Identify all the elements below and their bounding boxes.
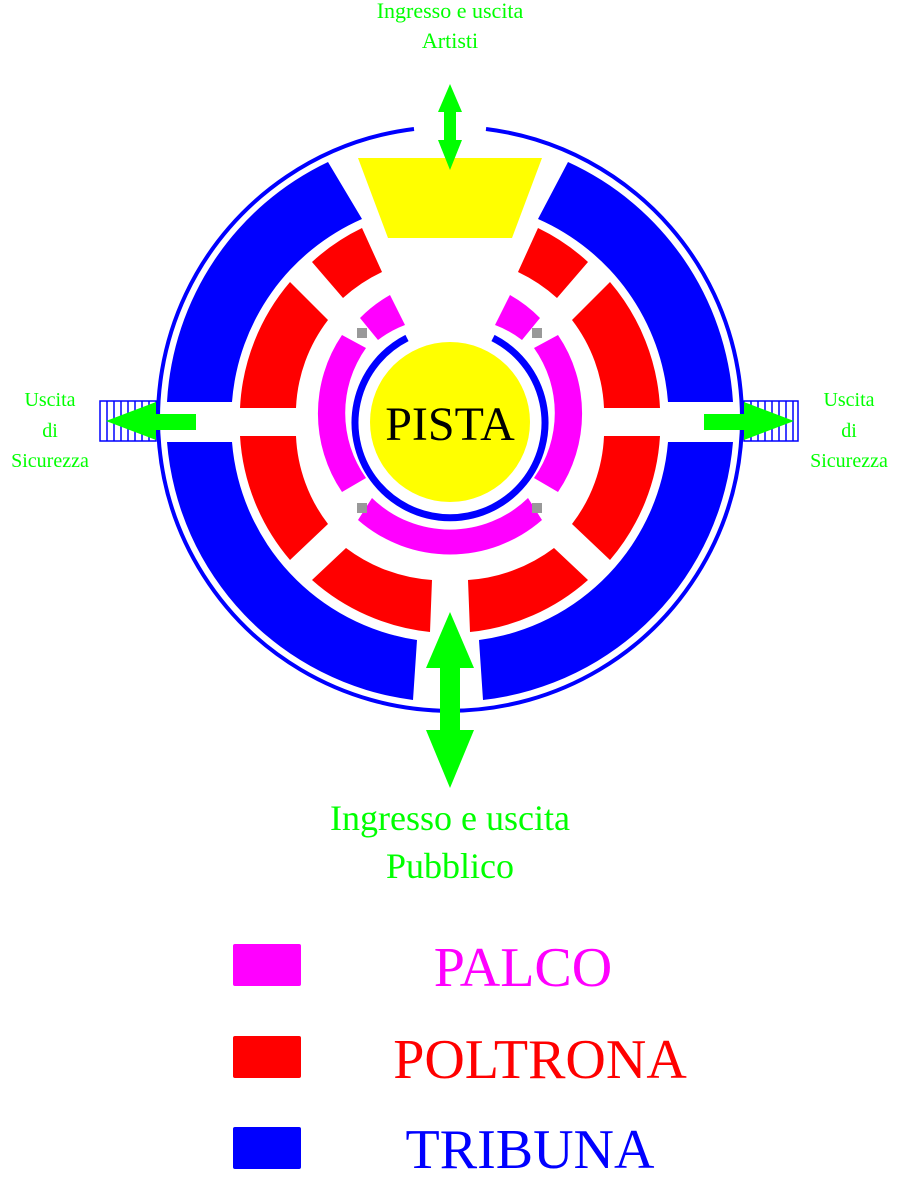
arrow-top-double-icon	[438, 84, 462, 170]
tribuna-bottom-right	[479, 442, 733, 700]
posts	[357, 328, 542, 513]
palco-top-right	[495, 295, 540, 340]
palco-bottom	[358, 498, 542, 555]
exit-top-line1: Ingresso e uscita	[377, 0, 524, 23]
poltrona-left-upper	[240, 282, 328, 408]
poltrona-right-upper	[572, 282, 660, 408]
exit-right-line2: di	[841, 420, 857, 442]
tribuna-sections	[167, 162, 733, 700]
poltrona-top-right-small	[518, 228, 588, 298]
poltrona-sections	[240, 228, 660, 632]
exit-label-right: Uscita di Sicurezza	[810, 389, 888, 472]
tribuna-top-right	[538, 162, 733, 402]
poltrona-bottom-right	[468, 548, 588, 632]
exit-right-line3: Sicurezza	[810, 450, 888, 472]
legend-item-tribuna: TRIBUNA	[233, 1119, 655, 1181]
exit-left-line1: Uscita	[24, 389, 75, 411]
poltrona-left-lower	[240, 436, 328, 560]
arrow-right-icon	[704, 402, 794, 440]
legend-label-poltrona: POLTRONA	[393, 1029, 687, 1091]
arrow-bottom-double-icon	[426, 612, 474, 788]
exit-label-left: Uscita di Sicurezza	[11, 389, 89, 472]
exit-left-line2: di	[42, 420, 58, 442]
poltrona-bottom-left	[312, 548, 432, 632]
exit-label-bottom: Ingresso e uscita Pubblico	[330, 798, 570, 886]
tribuna-top-left	[167, 162, 362, 402]
stage-area	[358, 158, 542, 238]
legend-item-palco: PALCO	[233, 937, 612, 999]
palco-left	[317, 335, 366, 492]
palco-sections	[317, 295, 583, 555]
legend-item-poltrona: POLTRONA	[233, 1029, 687, 1091]
pista-label: PISTA	[385, 398, 515, 451]
palco-right	[534, 335, 583, 492]
poltrona-top-left-small	[312, 228, 382, 298]
legend: PALCO POLTRONA TRIBUNA	[233, 937, 687, 1181]
exit-left-line3: Sicurezza	[11, 450, 89, 472]
palco-top-left	[360, 295, 405, 340]
poltrona-right-lower	[572, 436, 660, 560]
exit-bottom-line2: Pubblico	[386, 846, 514, 886]
exit-top-line2: Artisti	[422, 28, 478, 53]
legend-label-palco: PALCO	[434, 937, 612, 999]
pista-ring	[351, 334, 549, 522]
exit-label-top: Ingresso e uscita Artisti	[377, 0, 524, 53]
tribuna-bottom-left	[167, 442, 417, 700]
legend-swatch-tribuna	[233, 1127, 301, 1169]
exit-bottom-line1: Ingresso e uscita	[330, 798, 570, 838]
legend-swatch-poltrona	[233, 1036, 301, 1078]
exit-right-line1: Uscita	[823, 389, 874, 411]
legend-label-tribuna: TRIBUNA	[406, 1119, 655, 1181]
pista	[370, 342, 530, 502]
arrow-left-icon	[106, 402, 196, 440]
legend-swatch-palco	[233, 944, 301, 986]
